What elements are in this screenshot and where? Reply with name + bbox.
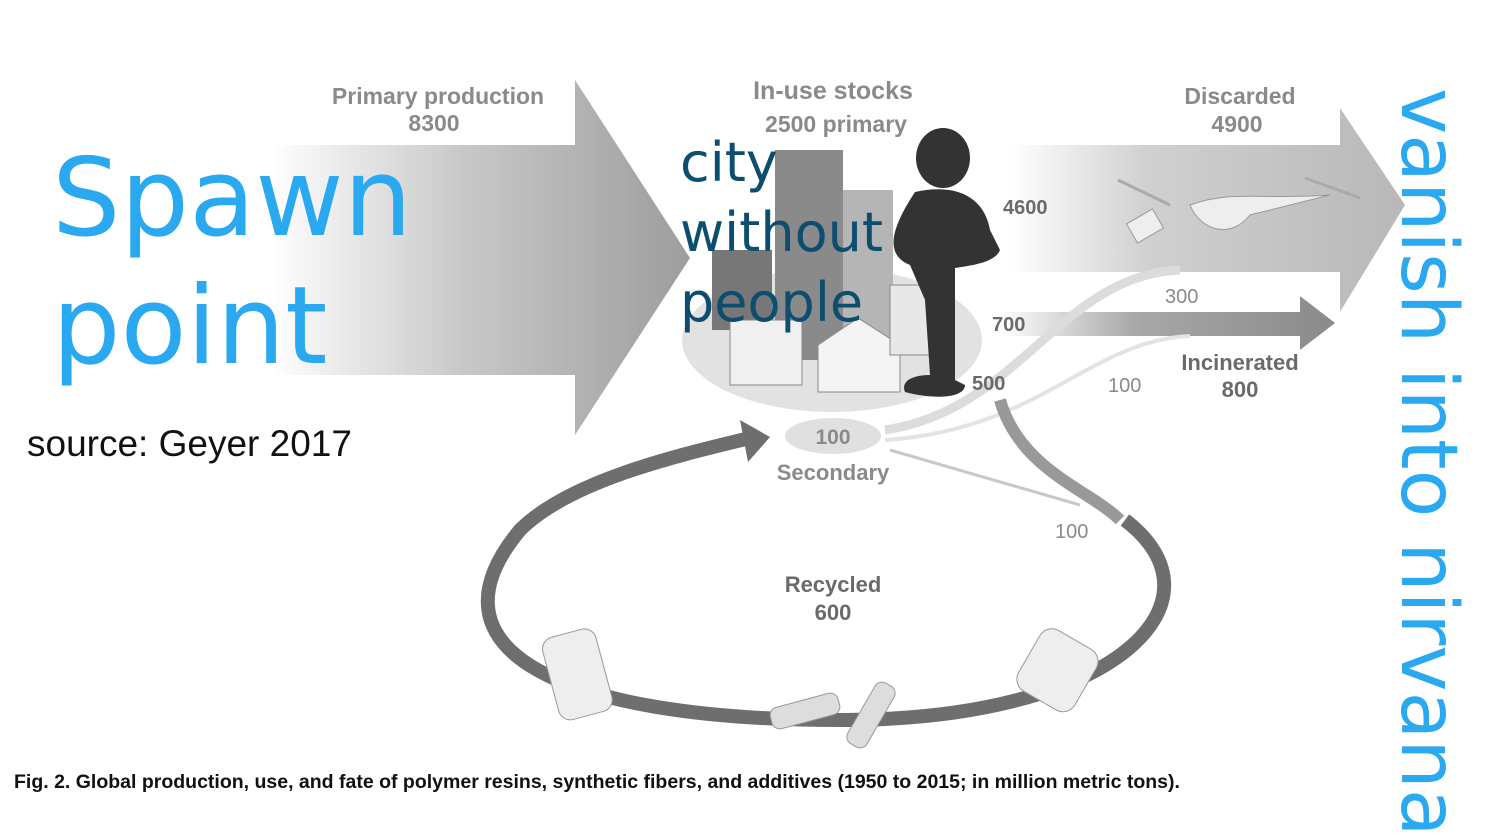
bottle-icon — [1016, 628, 1099, 713]
primary-production-arrow — [270, 80, 690, 435]
point-line: point — [52, 264, 328, 389]
stocks-value: 2500 primary — [765, 111, 907, 137]
bottle-icon — [769, 692, 841, 730]
stocks-label: In-use stocks — [753, 77, 913, 105]
city-line: city — [680, 131, 778, 194]
bottle-icon — [846, 681, 896, 749]
figure-caption: Fig. 2. Global production, use, and fate… — [14, 771, 1180, 793]
flow-500-label: 500 — [972, 373, 1005, 395]
spawn-line: Spawn — [52, 136, 413, 261]
spawn-point-annotation: Spawn point — [52, 135, 412, 391]
recycled-value: 600 — [815, 600, 852, 625]
primary-value: 8300 — [408, 110, 459, 136]
bottle-icon — [541, 628, 613, 721]
flow-700-label: 700 — [992, 314, 1025, 336]
house — [817, 317, 901, 393]
vanish-annotation: vanish into nirvana — [1383, 88, 1473, 837]
flow-500 — [994, 398, 1125, 525]
flow-300-label: 300 — [1165, 286, 1198, 308]
flow-4600-label: 4600 — [1003, 197, 1048, 219]
secondary-ellipse — [785, 418, 881, 454]
people-line: people — [680, 271, 864, 334]
without-line: without — [680, 201, 884, 264]
flow-100-recycle — [889, 448, 1081, 507]
secondary-value: 100 — [815, 426, 850, 449]
discarded-value: 4900 — [1211, 111, 1262, 137]
recycled-label: Recycled — [785, 572, 882, 597]
primary-label: Primary production — [332, 83, 544, 109]
factory — [712, 250, 772, 330]
flow-300 — [884, 265, 1181, 435]
recycle-arrowhead — [740, 420, 770, 462]
city-annotation: city without people — [680, 128, 883, 338]
source-note: source: Geyer 2017 — [27, 423, 352, 464]
flow-100-recycled-label: 100 — [1055, 521, 1088, 543]
debris-icons — [1117, 176, 1361, 244]
secondary-label: Secondary — [777, 460, 890, 485]
discarded-label: Discarded — [1184, 83, 1295, 109]
incinerated-arrow — [1000, 296, 1335, 350]
person-silhouette — [893, 128, 1000, 397]
flow-100-incinerated-label: 100 — [1108, 375, 1141, 397]
incinerated-label: Incinerated — [1181, 350, 1298, 375]
incinerated-value: 800 — [1222, 377, 1259, 402]
house — [729, 319, 803, 386]
flow-100-incin — [884, 334, 1191, 442]
